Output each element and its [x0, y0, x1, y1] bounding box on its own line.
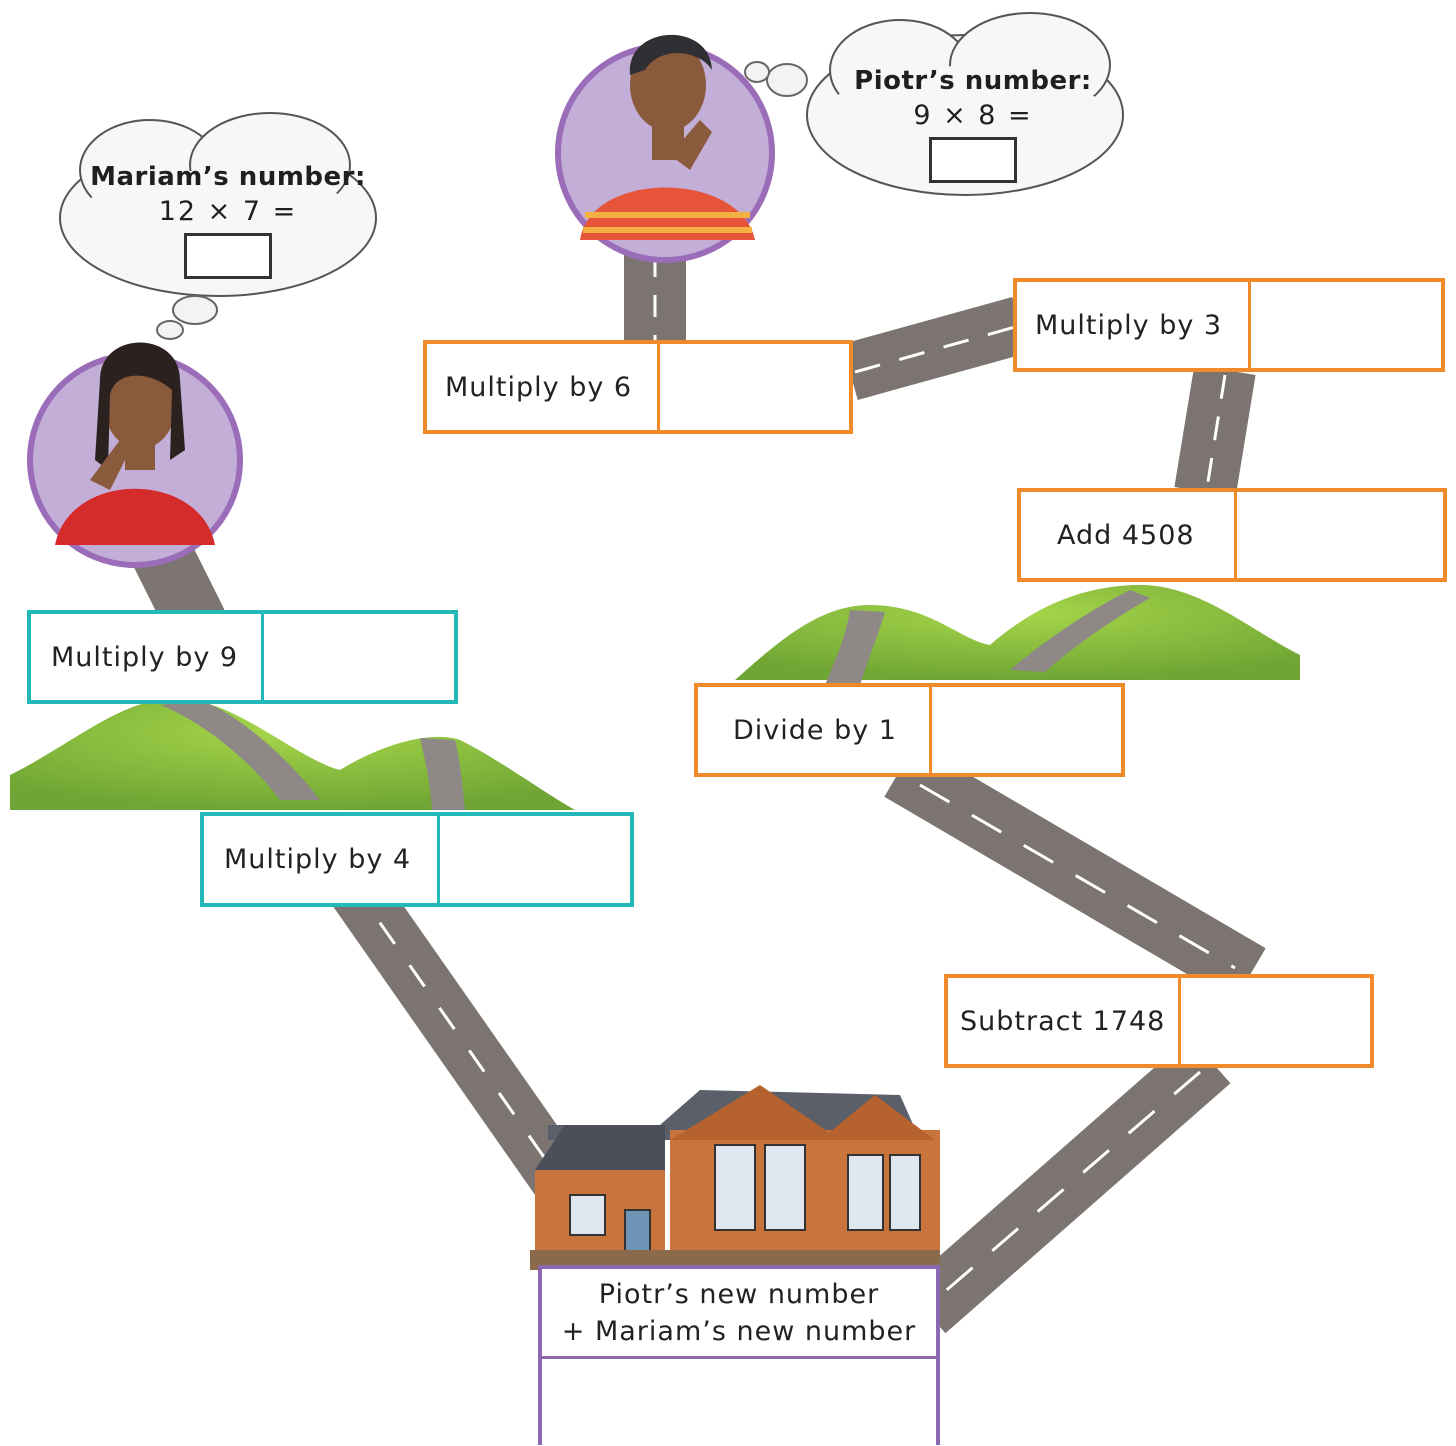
step-multiply-by-9: Multiply by 9 — [27, 610, 458, 704]
step-answer-box[interactable] — [261, 614, 454, 700]
school-illustration — [530, 1085, 940, 1270]
mariam-thought: Mariam’s number: 12 × 7 = — [78, 162, 378, 279]
step-label: Multiply by 3 — [1035, 309, 1223, 341]
piotr-avatar — [555, 34, 775, 263]
piotr-expression: 9 × 8 = — [913, 100, 1033, 131]
step-answer-box[interactable] — [657, 344, 849, 430]
final-label: Piotr’s new number + Mariam’s new number — [542, 1269, 936, 1359]
step-answer-box[interactable] — [1234, 492, 1443, 578]
step-multiply-by-3: Multiply by 3 — [1013, 278, 1445, 372]
piotr-thought-cloud — [744, 12, 1124, 196]
step-multiply-by-4: Multiply by 4 — [200, 812, 634, 907]
step-label: Divide by 1 — [733, 714, 897, 746]
hills-left — [10, 698, 575, 810]
road-piotr — [624, 250, 1266, 1334]
roads — [119, 250, 1266, 1334]
mariam-expression: 12 × 7 = — [158, 196, 298, 227]
mariam-avatar — [27, 342, 243, 568]
mariam-answer-box[interactable] — [184, 233, 272, 279]
step-answer-box[interactable] — [929, 687, 1121, 773]
final-answer-box[interactable] — [542, 1359, 936, 1446]
step-multiply-by-6: Multiply by 6 — [423, 340, 853, 434]
step-label: Multiply by 9 — [51, 641, 239, 673]
step-divide-by-1: Divide by 1 — [694, 683, 1125, 777]
step-add-4508: Add 4508 — [1017, 488, 1447, 582]
step-label: Add 4508 — [1057, 519, 1195, 551]
step-subtract-1748: Subtract 1748 — [944, 974, 1374, 1068]
step-label: Multiply by 6 — [445, 371, 633, 403]
piotr-name-label: Piotr’s number: — [854, 66, 1092, 96]
hills-right — [735, 585, 1300, 685]
step-answer-box[interactable] — [1178, 978, 1370, 1064]
final-label-line2: + Mariam’s new number — [561, 1315, 917, 1347]
step-label: Subtract 1748 — [960, 1005, 1166, 1037]
mariam-thought-cloud — [59, 112, 377, 340]
mariam-name-label: Mariam’s number: — [90, 162, 366, 192]
step-answer-box[interactable] — [1248, 282, 1441, 368]
final-total-box: Piotr’s new number + Mariam’s new number — [538, 1265, 940, 1445]
final-label-line1: Piotr’s new number — [598, 1278, 880, 1310]
step-answer-box[interactable] — [437, 816, 630, 903]
step-label: Multiply by 4 — [224, 844, 412, 875]
piotr-answer-box[interactable] — [929, 137, 1017, 183]
piotr-thought: Piotr’s number: 9 × 8 = — [823, 66, 1123, 183]
